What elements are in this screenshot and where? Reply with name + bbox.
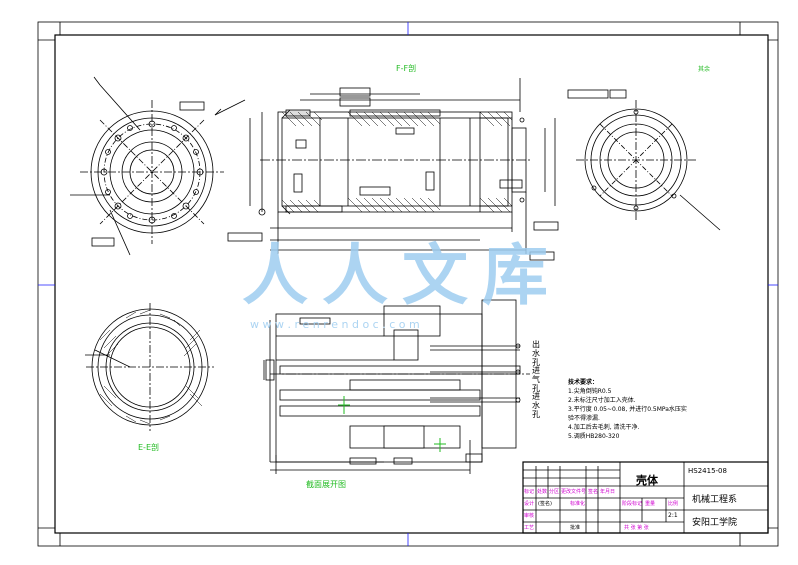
watermark-url: w w w . r e n r e n d o c . c o m [250, 318, 420, 331]
row-label: 分区 [549, 489, 560, 495]
row-label: 更改文件号 [561, 489, 587, 495]
tech-heading: 技术要求： [568, 379, 599, 386]
row-label: 标记 [524, 489, 535, 495]
row-label: 年月日 [600, 489, 616, 495]
drawing-number: HS2415-08 [688, 467, 727, 475]
title-block-frame [522, 461, 769, 534]
process-label: 工艺 [524, 525, 535, 531]
tech-line: 3.平行度 0.05~0.08, 并进行0.5MPa水压实 [568, 406, 687, 413]
standard-label: 标准化 [570, 501, 586, 507]
designer-label: 设计 [524, 501, 535, 507]
developed-section-view [263, 299, 530, 474]
tech-line: 2.未标注尺寸加工入壳体. [568, 397, 636, 404]
ee-view-label: E-E剖 [138, 443, 159, 452]
inner-border [54, 34, 769, 534]
sheet-count: 共 张 第 张 [624, 525, 649, 531]
tech-line: 1.尖角倒钝R0.5 [568, 388, 612, 395]
watermark-text: 人人文库 [242, 237, 562, 314]
port-water-inlet-label: 进水孔 [532, 392, 540, 419]
school-name: 安阳工学院 [692, 518, 738, 528]
department: 机械工程系 [692, 495, 738, 505]
row-label: 处数 [537, 489, 548, 495]
designer-sign: (签名) [538, 501, 552, 507]
ee-section-view [85, 303, 214, 431]
tech-line: 4.加工后去毛刺, 清洗干净. [568, 424, 640, 431]
left-end-view [70, 76, 246, 256]
review-label: 审核 [524, 513, 535, 519]
weight-label: 重量 [645, 501, 656, 507]
ff-section-view [227, 78, 559, 261]
stage-label: 阶段标记 [622, 501, 643, 507]
ff-view-label: F-F剖 [396, 64, 417, 73]
tech-requirements: 技术要求： 1.尖角倒钝R0.5 2.未标注尺寸加工入壳体. 3.平行度 0.0… [568, 378, 687, 441]
tech-line: 5.调质HB280-320 [568, 433, 620, 440]
corner-roughness-mark: 其余 [698, 66, 711, 73]
part-name: 壳体 [636, 474, 658, 487]
tech-line: 验不得渗漏. [568, 415, 600, 422]
approve-label: 批准 [570, 525, 581, 531]
scale-label: 比例 [668, 501, 679, 507]
port-outlet-label: 出水孔 [532, 340, 540, 367]
green-marks [338, 396, 446, 452]
port-air-inlet-label: 进气孔 [532, 366, 540, 393]
scale-value: 2:1 [668, 512, 678, 519]
row-label: 签名 [588, 489, 599, 495]
right-end-view [567, 89, 721, 231]
section-view-label: 截面展开图 [306, 480, 346, 489]
